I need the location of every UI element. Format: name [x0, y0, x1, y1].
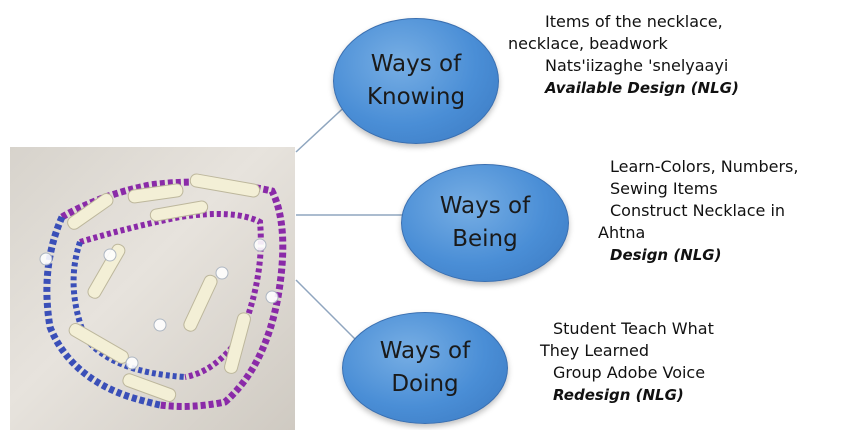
- description-ways-of-being: Learn-Colors, Numbers, Sewing Items Cons…: [598, 156, 798, 266]
- description-line: Learn-Colors, Numbers,: [610, 157, 799, 176]
- design-label: Redesign (NLG): [553, 386, 684, 404]
- bubble-ways-of-knowing: Ways of Knowing: [333, 18, 499, 144]
- description-line: They Learned: [540, 341, 650, 360]
- description-line: Group Adobe Voice: [553, 363, 706, 382]
- bubble-ways-of-doing: Ways of Doing: [342, 312, 508, 424]
- design-label: Design (NLG): [610, 246, 722, 264]
- description-ways-of-knowing: Items of the necklace, necklace, beadwor…: [508, 11, 739, 99]
- description-line: Items of the necklace,: [545, 12, 723, 31]
- description-line: necklace, beadwork: [508, 34, 668, 53]
- design-label: Available Design (NLG): [545, 79, 739, 97]
- bubble-label: Ways of Knowing: [366, 51, 466, 110]
- bubble-label: Ways of Being: [439, 193, 531, 252]
- bubble-ways-of-being: Ways of Being: [401, 164, 569, 282]
- necklace-photo: [10, 147, 295, 430]
- description-line: Construct Necklace in: [610, 201, 786, 220]
- description-line: Sewing Items: [610, 179, 718, 198]
- description-line: Ahtna: [598, 223, 646, 242]
- description-ways-of-doing: Student Teach What They Learned Group Ad…: [540, 318, 714, 406]
- description-line: Nats'iizaghe 'snelyaayi: [545, 56, 729, 75]
- description-line: Student Teach What: [553, 319, 714, 338]
- connector-doing: [295, 279, 357, 341]
- bubble-label: Ways of Doing: [379, 338, 471, 397]
